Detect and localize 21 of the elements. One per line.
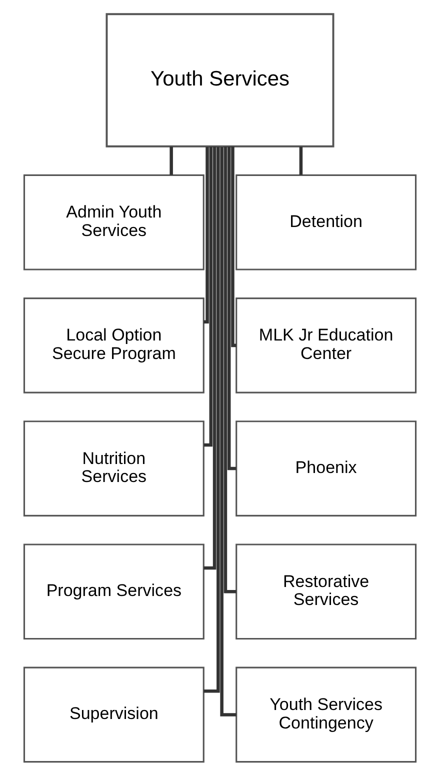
connector xyxy=(203,146,216,570)
node-box: Nutrition Services xyxy=(22,420,204,516)
connector xyxy=(220,146,236,716)
node-box: MLK Jr Education Center xyxy=(235,298,416,394)
connector xyxy=(223,146,236,594)
node-box: Youth Services Contingency xyxy=(235,666,416,763)
node-box: Admin Youth Services xyxy=(22,174,204,270)
connector xyxy=(203,146,212,447)
node-box: Youth Services xyxy=(105,13,334,148)
node-box: Restorative Services xyxy=(235,544,416,640)
node-box: Detention xyxy=(235,174,416,270)
connector xyxy=(226,146,236,470)
node-box: Phoenix xyxy=(235,420,416,516)
node-box: Local Option Secure Program xyxy=(22,298,204,394)
connector xyxy=(230,146,236,348)
node-box: Program Services xyxy=(22,544,204,640)
connector xyxy=(169,146,172,175)
node-box: Supervision xyxy=(22,666,204,763)
connector xyxy=(203,146,208,324)
connector xyxy=(203,146,220,693)
connector xyxy=(298,146,302,175)
